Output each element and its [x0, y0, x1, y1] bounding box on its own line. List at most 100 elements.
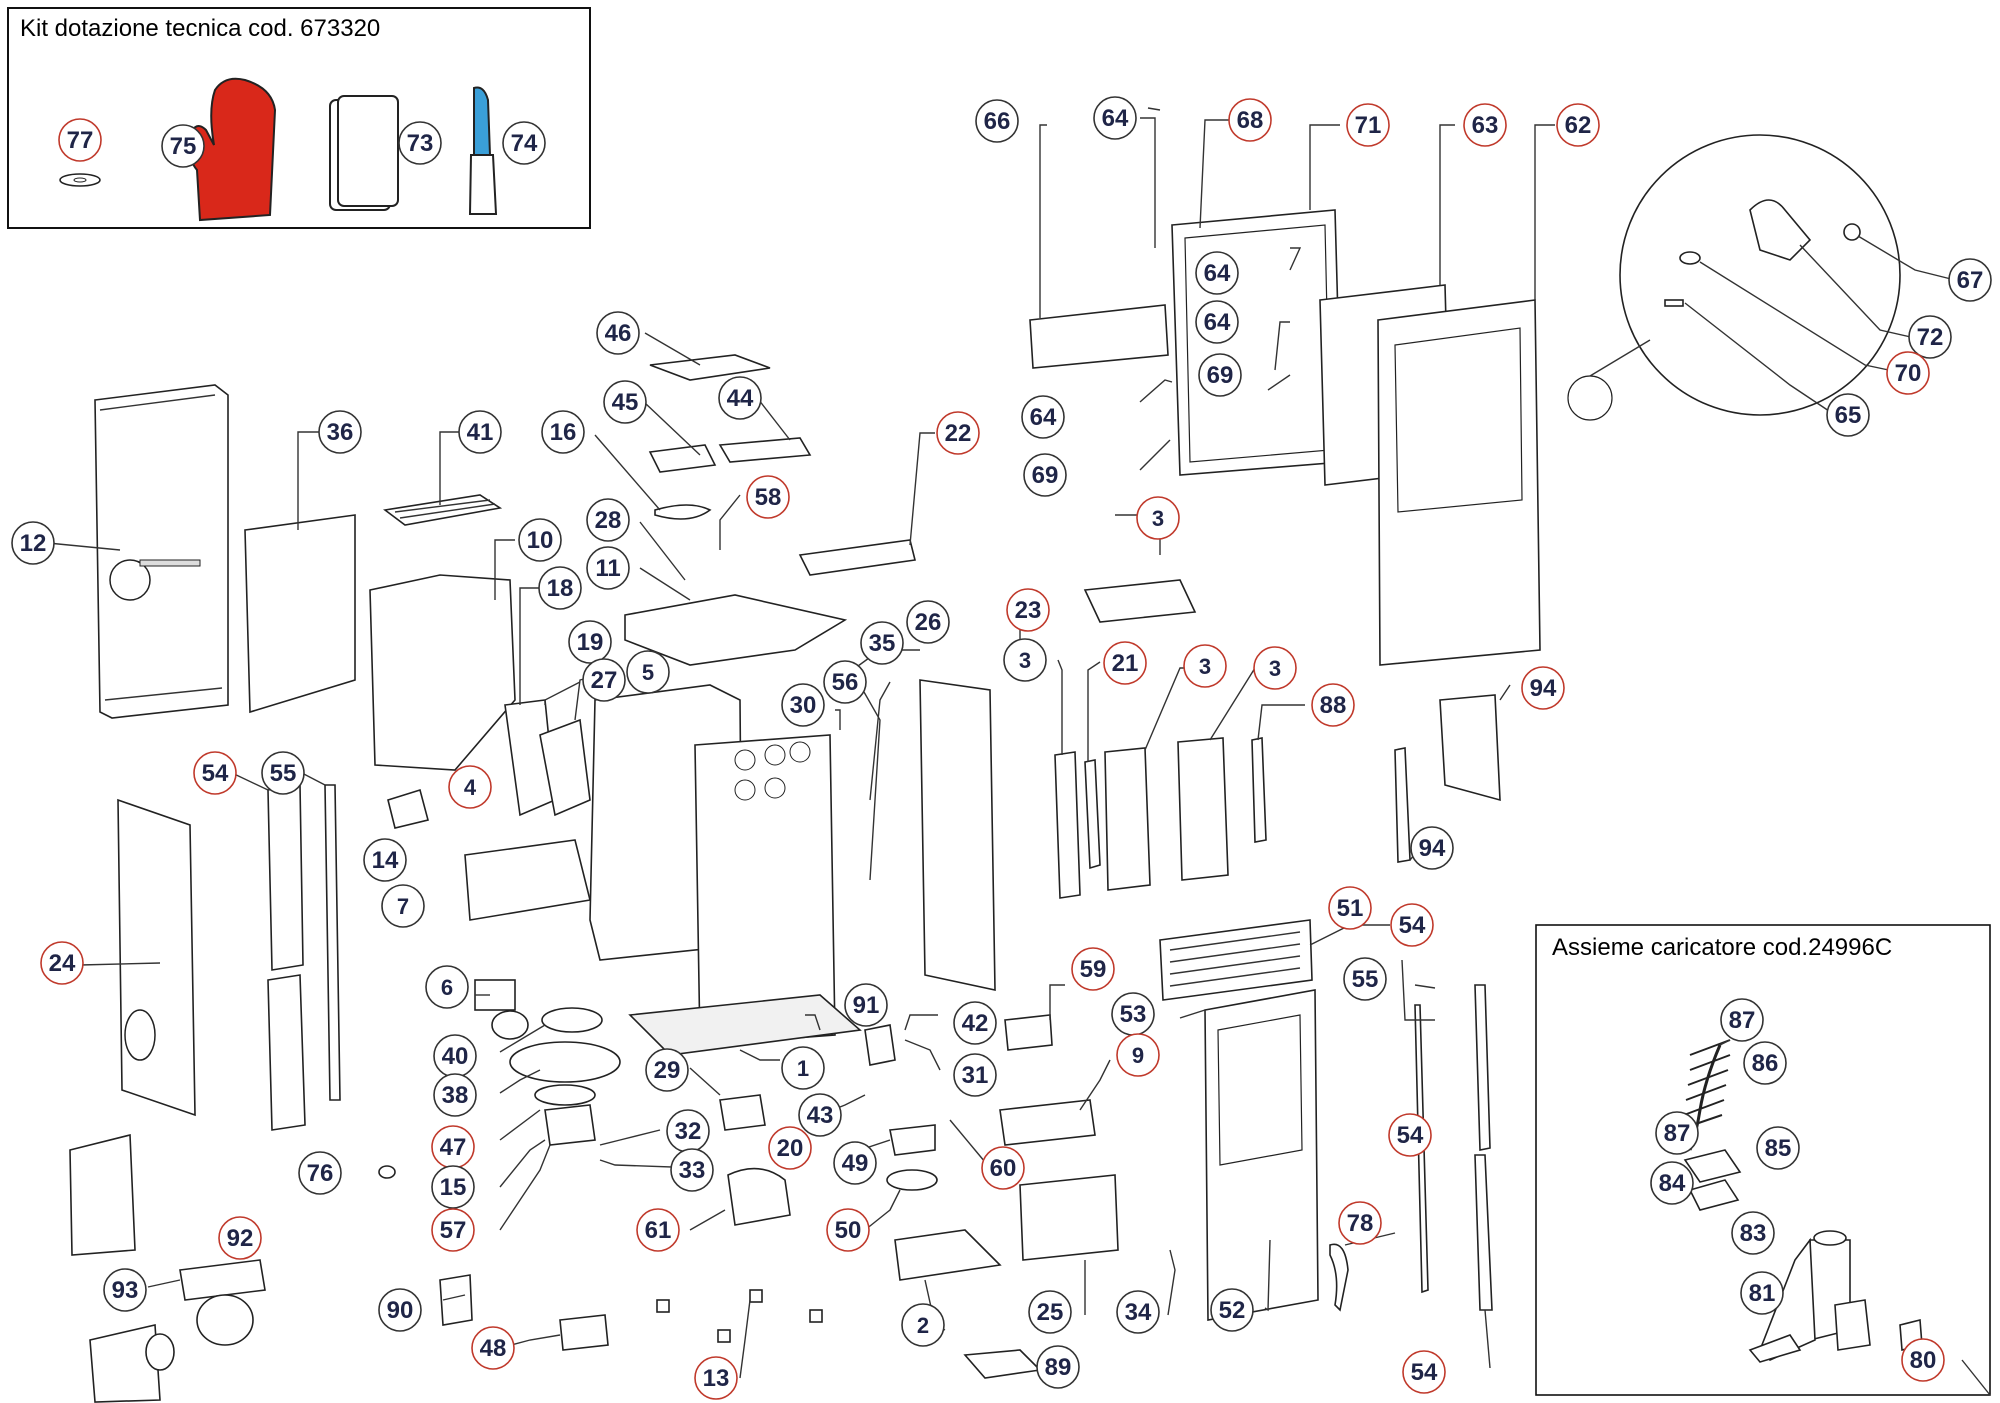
callout-number: 74: [511, 130, 538, 157]
callout-number: 3: [1152, 506, 1164, 531]
callout-circle: [1003, 638, 1047, 682]
callout-circle: [1195, 251, 1239, 295]
callout-circle: [603, 380, 647, 424]
strip-54-bottom: [267, 974, 306, 1131]
callout-63: 63: [1463, 103, 1507, 147]
kit-box-title: Kit dotazione tecnica cod. 673320: [20, 15, 380, 42]
callout-number: 38: [442, 1082, 469, 1109]
callout-number: 54: [202, 760, 229, 787]
gasket-47: [534, 1084, 596, 1106]
callout-57: 57: [431, 1208, 475, 1252]
callout-number: 63: [1472, 112, 1499, 139]
grille-51: [1159, 919, 1313, 1001]
callout-number: 67: [1957, 267, 1984, 294]
callout-number: 34: [1125, 1299, 1152, 1326]
callout-circle: [1402, 1350, 1446, 1394]
callout-91: 91: [844, 983, 888, 1027]
callout-94b: 94: [1410, 826, 1454, 870]
callout-circle: [901, 1303, 945, 1347]
callout-94a: 94: [1521, 666, 1565, 710]
chamber-10: [369, 574, 516, 771]
callout-number: 29: [654, 1057, 681, 1084]
bracket-90: [439, 1274, 473, 1326]
callout-circle: [833, 1141, 877, 1185]
callout-number: 64: [1204, 260, 1231, 287]
callout-number: 87: [1664, 1120, 1691, 1147]
callout-number: 55: [1352, 966, 1379, 993]
callout-number: 24: [49, 950, 76, 977]
callout-67: 67: [1948, 258, 1992, 302]
plate-84: [1688, 1179, 1740, 1211]
callout-89: 89: [1036, 1345, 1080, 1389]
callout-9: 9: [1116, 1033, 1160, 1077]
callout-number: 18: [547, 575, 574, 602]
callout-number: 20: [777, 1135, 804, 1162]
callout-38: 38: [433, 1073, 477, 1117]
callout-circle: [768, 1126, 812, 1170]
callout-number: 27: [591, 667, 618, 694]
callout-circle: [318, 410, 362, 454]
callout-number: 31: [962, 1062, 989, 1089]
callout-5: 5: [626, 650, 670, 694]
callout-number: 22: [945, 420, 972, 447]
callout-19: 19: [568, 620, 612, 664]
panel-21: [1084, 759, 1101, 870]
front-door-52: [1204, 989, 1319, 1321]
callout-circle: [670, 1148, 714, 1192]
callout-53: 53: [1111, 992, 1155, 1036]
callout-number: 45: [612, 389, 639, 416]
body-frame-1: [628, 734, 862, 1056]
callout-number: 87: [1729, 1007, 1756, 1034]
callout-circle: [161, 124, 205, 168]
callout-54b: 54: [1390, 903, 1434, 947]
callout-23: 23: [1006, 588, 1050, 632]
callout-3c: 3: [1183, 644, 1227, 688]
callout-number: 55: [270, 760, 297, 787]
callout-number: 88: [1320, 692, 1347, 719]
panel-3d: [1177, 737, 1229, 881]
callout-92: 92: [218, 1216, 262, 1260]
callout-20: 20: [768, 1126, 812, 1170]
callout-number: 46: [605, 320, 632, 347]
callout-number: 12: [20, 530, 47, 557]
callout-circle: [1253, 646, 1297, 690]
callout-number: 94: [1530, 675, 1557, 702]
callout-circle: [798, 1093, 842, 1137]
callout-41: 41: [458, 410, 502, 454]
callout-number: 19: [577, 629, 604, 656]
callout-72: 72: [1908, 315, 1952, 359]
callout-55a: 55: [261, 751, 305, 795]
plate-44: [718, 437, 812, 463]
callout-84: 84: [1650, 1161, 1694, 1205]
callout-circle: [906, 600, 950, 644]
panel-3a: [1083, 579, 1197, 623]
callout-number: 30: [790, 692, 817, 719]
top-cover-11: [624, 594, 848, 666]
callout-number: 93: [112, 1277, 139, 1304]
support-2: [894, 1229, 1002, 1281]
callout-number: 4: [464, 775, 477, 800]
callout-circle: [975, 99, 1019, 143]
callout-64b: 64: [1195, 251, 1239, 295]
callout-number: 66: [984, 108, 1011, 135]
callout-circle: [1023, 453, 1067, 497]
callout-number: 64: [1030, 404, 1057, 431]
callout-number: 21: [1112, 650, 1139, 677]
callout-circle: [1228, 98, 1272, 142]
callout-77: 77: [58, 118, 102, 162]
callout-87b: 87: [1655, 1111, 1699, 1155]
callout-number: 75: [170, 133, 197, 160]
callout-50: 50: [826, 1208, 870, 1252]
panel-25: [1019, 1174, 1119, 1261]
side-cover-24: [117, 798, 196, 1117]
callout-51: 51: [1328, 886, 1372, 930]
callout-number: 91: [853, 992, 880, 1019]
callout-3b: 3: [1003, 638, 1047, 682]
ash-drawer-9: [999, 1099, 1096, 1146]
callout-number: 71: [1355, 112, 1382, 139]
callout-circle: [718, 376, 762, 420]
callout-71: 71: [1346, 103, 1390, 147]
callout-circle: [694, 1356, 738, 1400]
callout-circle: [518, 518, 562, 562]
kit-dotazione-box: Kit dotazione tecnica cod. 673320: [7, 7, 591, 229]
